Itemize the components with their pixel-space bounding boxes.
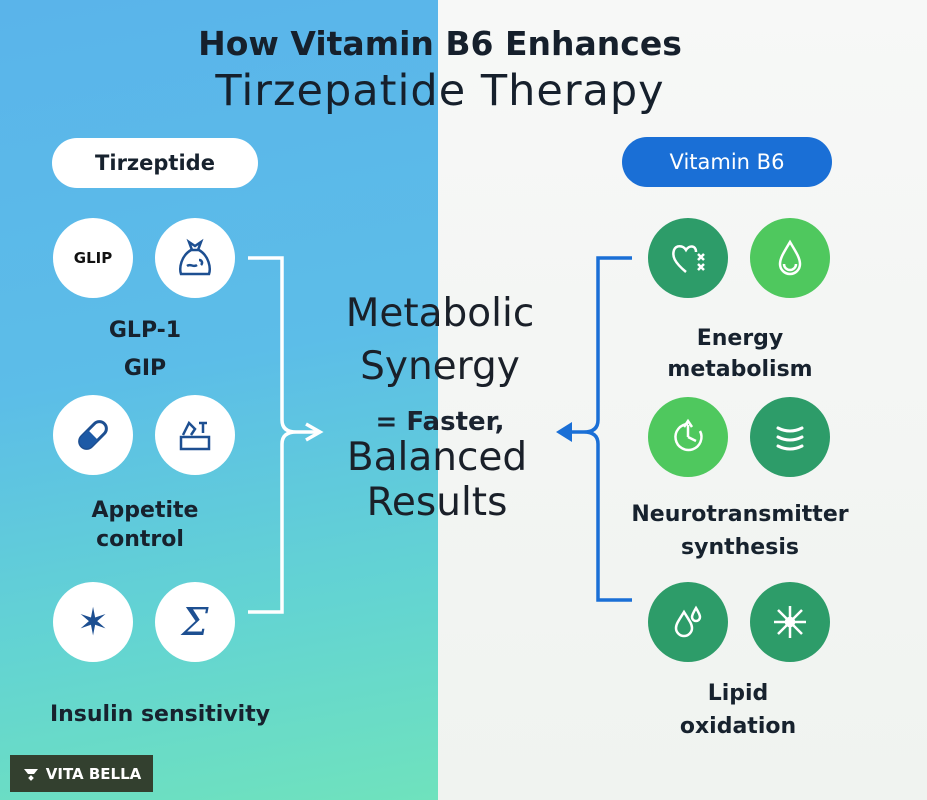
label-appetite: Appetite (91, 498, 199, 523)
center-metabolic: Metabolic (345, 291, 535, 336)
logo-mark-icon (23, 768, 38, 781)
center-balanced: Balanced (346, 435, 528, 480)
left-arrow-head (305, 422, 324, 442)
center-results: Results (366, 480, 508, 525)
vita-bella-logo: VITA BELLA (10, 755, 153, 792)
title-line-1: How Vitamin B6 Enhances (198, 24, 682, 63)
label-synthesis: synthesis (681, 535, 799, 560)
center-faster: = Faster, (375, 407, 505, 437)
logo-text: VITA BELLA (45, 764, 142, 783)
label-neurotransmitter: Neurotransmitter (631, 502, 849, 527)
food-bowl-icon (155, 395, 235, 475)
label-oxidation: oxidation (679, 714, 797, 739)
sigma-icon: Σ (155, 582, 235, 662)
label-lipid: Lipid (707, 681, 769, 706)
vitamin-b6-pill: Vitamin B6 (622, 137, 832, 187)
droplets-icon (648, 582, 728, 662)
label-glp1: GLP-1 (108, 318, 182, 343)
heart-molecule-icon (648, 218, 728, 298)
right-arrow-head (556, 422, 572, 442)
center-synergy: Synergy (360, 344, 520, 389)
molecule-network-icon (750, 582, 830, 662)
label-control: control (96, 527, 184, 552)
bag-icon (155, 218, 235, 298)
pill-capsule-icon (53, 395, 133, 475)
cycle-clock-icon (648, 397, 728, 477)
waves-icon (750, 397, 830, 477)
title-line-2: Tirzepatide Therapy (215, 66, 665, 116)
label-insulin-sensitivity: Insulin sensitivity (49, 702, 271, 727)
glip-badge: GLIP (53, 218, 133, 298)
water-drop-icon (750, 218, 830, 298)
label-energy: Energy (696, 326, 784, 351)
label-gip: GIP (123, 356, 167, 381)
tirzepatide-pill: Tirzeptide (52, 138, 258, 188)
star-icon: ✶ (53, 582, 133, 662)
right-bracket (562, 256, 632, 602)
left-bracket (248, 256, 318, 614)
label-metabolism: metabolism (667, 357, 813, 382)
